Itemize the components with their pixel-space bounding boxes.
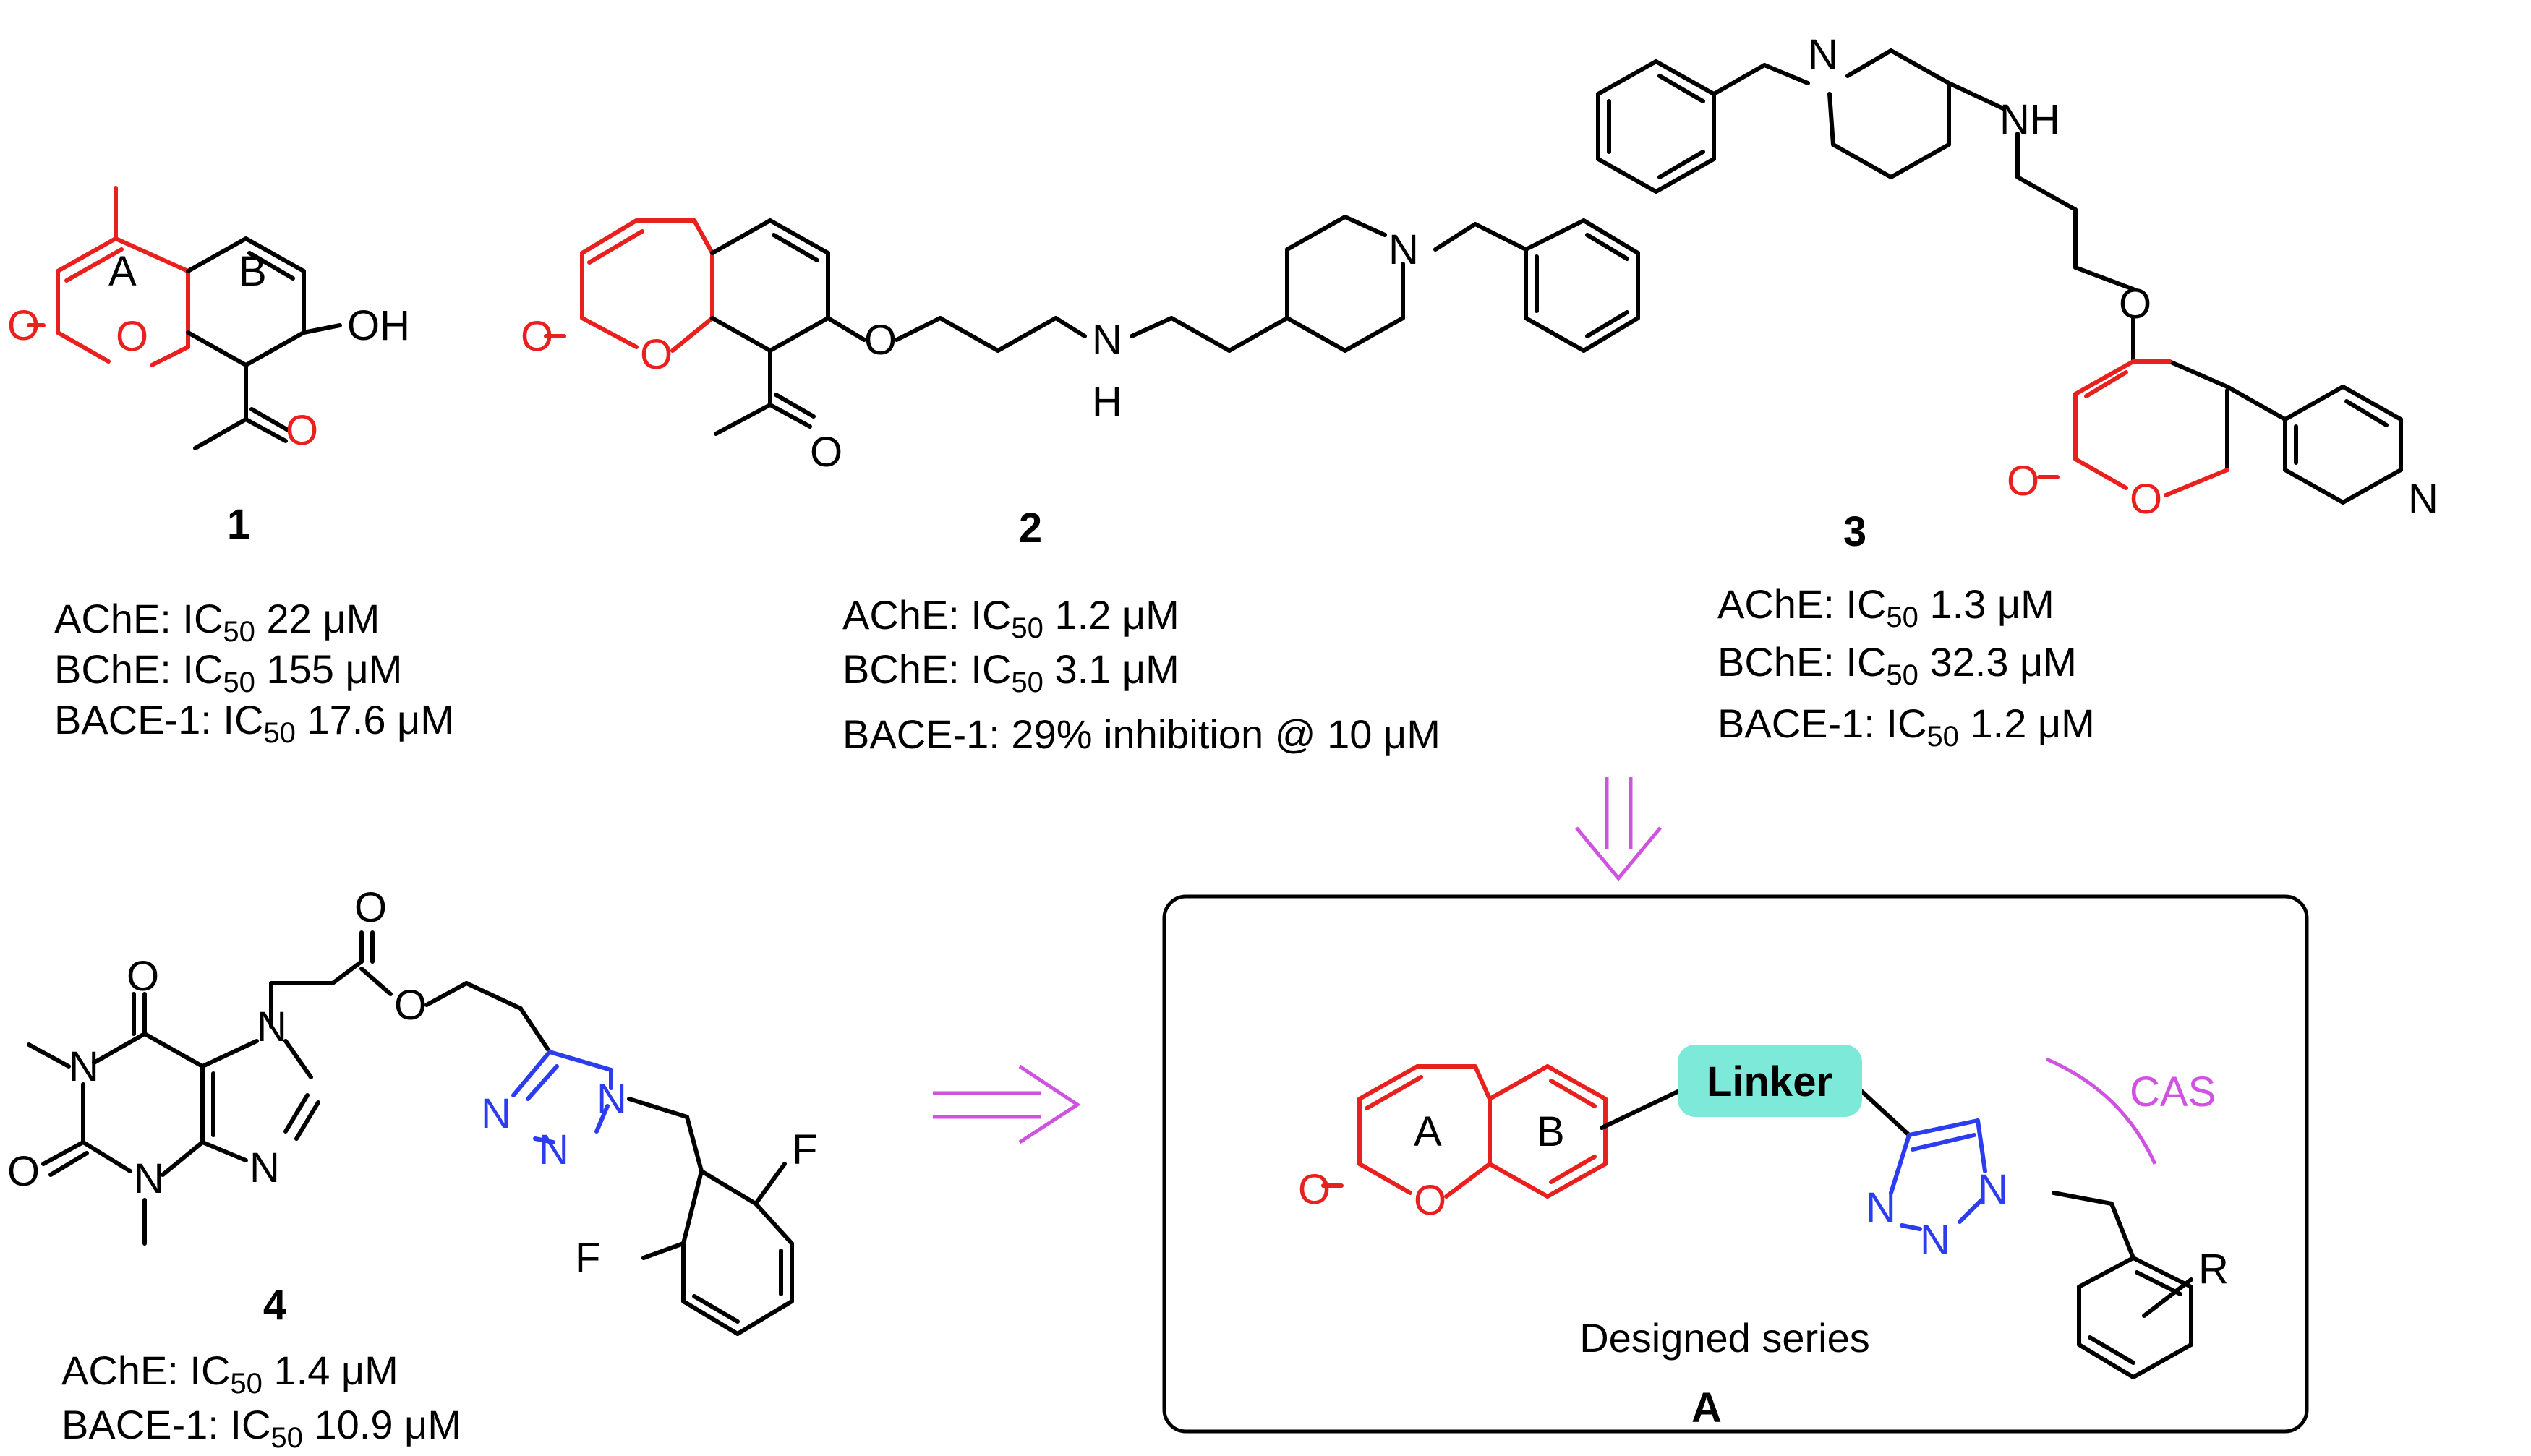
atom-n: N xyxy=(1978,1166,2008,1213)
atom-n: N xyxy=(257,1003,287,1050)
compound-3-activity: AChE: IC50 1.3 μM BChE: IC50 32.3 μM BAC… xyxy=(1717,581,2095,753)
compound-4-structure: O N O N N N O O N N N F F xyxy=(7,884,817,1336)
atom-f: F xyxy=(575,1235,600,1282)
atom-n: N xyxy=(539,1126,569,1173)
compound-4-id: 4 xyxy=(263,1282,286,1329)
atom-o: O xyxy=(286,407,318,454)
atom-o: O xyxy=(116,313,148,360)
atom-o: O xyxy=(2130,476,2162,523)
ring-label-a: A xyxy=(108,248,137,295)
activity-row: BACE-1: 29% inhibition @ 10 μM xyxy=(842,711,1441,757)
compound-2-structure: O O O N H N O xyxy=(521,215,1640,476)
atom-h: H xyxy=(1092,378,1122,425)
activity-row: AChE: IC50 1.3 μM xyxy=(1717,581,2054,633)
compound-2-activity: AChE: IC50 1.2 μM BChE: IC50 3.1 μM BACE… xyxy=(842,592,1441,757)
atom-n: N xyxy=(249,1144,280,1191)
compound-1-structure: O O A B OH O xyxy=(7,186,410,454)
atom-o: O xyxy=(7,1148,40,1195)
compound-4-activity: AChE: IC50 1.4 μM BACE-1: IC50 10.9 μM xyxy=(61,1348,461,1454)
atom-n: N xyxy=(597,1076,627,1123)
ring-label-a: A xyxy=(1414,1108,1442,1155)
atom-n: N xyxy=(1388,226,1419,273)
compound-2-id: 2 xyxy=(1019,505,1042,552)
activity-row: BACE-1: IC50 1.2 μM xyxy=(1717,701,2095,753)
atom-o: O xyxy=(521,313,553,360)
atom-nh: NH xyxy=(1999,96,2060,143)
ring-label-b: B xyxy=(1537,1108,1565,1155)
design-caption: Designed series xyxy=(1579,1315,1870,1361)
activity-row: BChE: IC50 32.3 μM xyxy=(1717,639,2077,691)
activity-row: BChE: IC50 155 μM xyxy=(54,646,402,698)
atom-n: N xyxy=(1092,317,1122,364)
ring-label-b: B xyxy=(239,248,267,295)
atom-o: O xyxy=(7,302,40,349)
atom-o: O xyxy=(1414,1177,1446,1224)
atom-o: O xyxy=(2007,458,2039,505)
atom-n: N xyxy=(481,1090,511,1137)
designed-series-structure: O O A B Linker CAS N N N R xyxy=(1298,1045,2229,1379)
activity-row: BACE-1: IC50 10.9 μM xyxy=(61,1402,461,1454)
atom-o: O xyxy=(864,317,897,364)
atom-o: O xyxy=(1298,1166,1331,1213)
design-box xyxy=(1162,894,2309,1434)
atom-f: F xyxy=(792,1126,817,1173)
atom-o: O xyxy=(394,982,427,1029)
atom-o: O xyxy=(127,953,159,1000)
activity-row: AChE: IC50 22 μM xyxy=(54,596,380,648)
cas-label: CAS xyxy=(2130,1069,2216,1115)
activity-row: AChE: IC50 1.2 μM xyxy=(842,592,1179,644)
atom-n: N xyxy=(2408,476,2438,523)
compound-1-activity: AChE: IC50 22 μM BChE: IC50 155 μM BACE-… xyxy=(54,596,454,749)
linker-box xyxy=(1678,1045,1862,1117)
atom-n: N xyxy=(1920,1217,1950,1264)
atom-o: O xyxy=(2119,281,2151,327)
activity-row: AChE: IC50 1.4 μM xyxy=(61,1348,398,1400)
atom-r: R xyxy=(2198,1246,2229,1293)
down-arrow-icon xyxy=(1575,777,1662,881)
atom-o: O xyxy=(810,429,842,476)
atom-n: N xyxy=(1808,31,1838,78)
activity-row: BChE: IC50 3.1 μM xyxy=(842,646,1179,698)
atom-oh: OH xyxy=(347,302,410,349)
atom-o: O xyxy=(640,331,673,378)
linker-label: Linker xyxy=(1707,1058,1832,1105)
design-id: A xyxy=(1691,1384,1722,1431)
compound-3-structure: N NH O O O N xyxy=(1596,31,2438,523)
atom-n: N xyxy=(1866,1184,1896,1231)
compound-3-id: 3 xyxy=(1843,508,1866,555)
compound-1-id: 1 xyxy=(227,501,250,548)
atom-o: O xyxy=(354,884,387,931)
right-arrow-icon xyxy=(933,1064,1081,1144)
atom-n: N xyxy=(69,1043,99,1090)
cas-arc xyxy=(2046,1057,2157,1165)
activity-row: BACE-1: IC50 17.6 μM xyxy=(54,697,454,749)
atom-n: N xyxy=(134,1155,164,1202)
